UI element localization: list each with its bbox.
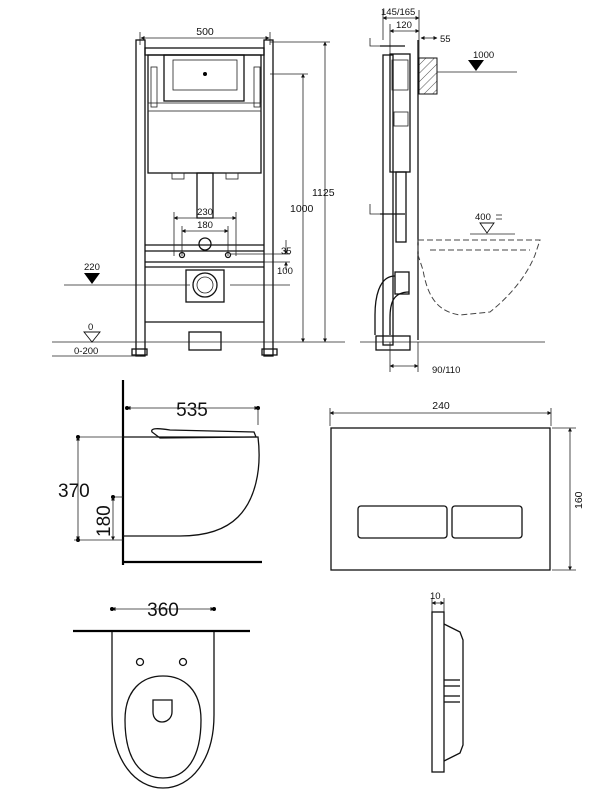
- level-0-label: 0: [88, 322, 93, 333]
- level-400-label: 400: [475, 212, 491, 223]
- toilet-length-label: 535: [176, 400, 208, 421]
- depth-120-label: 120: [396, 20, 412, 31]
- bolt-spacing-outer-label: 230: [197, 207, 213, 218]
- drain-offset-label: 100: [277, 266, 293, 277]
- bolt-spacing-inner-label: 180: [197, 220, 213, 231]
- flush-plate-side: 10: [430, 591, 464, 773]
- frame-front-view: 500: [52, 26, 345, 357]
- toilet-bowl-opening: [124, 675, 202, 779]
- level-marker-220: [84, 273, 100, 284]
- side-toilet-outline: [417, 239, 541, 316]
- toilet-bowl-profile: [123, 436, 260, 537]
- toilet-height-label: 370: [58, 481, 90, 502]
- level-220-label: 220: [84, 262, 100, 273]
- plate-height-label: 160: [573, 491, 585, 509]
- flush-opening: [163, 54, 245, 102]
- flush-button-small: [357, 505, 448, 539]
- level-marker-1000: [468, 60, 484, 71]
- base-range-label: 90/110: [432, 365, 460, 376]
- flush-plate-front: 240 160: [329, 400, 585, 571]
- mounting-hole-left: [135, 657, 145, 667]
- plate-width-label: 240: [432, 400, 450, 412]
- toilet-top-view: 360: [73, 600, 250, 789]
- toilet-drain-hole: [152, 699, 173, 723]
- toilet-width-label: 360: [147, 600, 179, 621]
- toilet-seat-profile: [151, 428, 257, 439]
- plate-side-profile: [431, 611, 445, 773]
- rail-offset-label: 35: [281, 246, 292, 257]
- toilet-top-outline: [111, 632, 215, 789]
- flush-plate-outline: [330, 427, 551, 571]
- mounting-hole-right: [178, 657, 188, 667]
- depth-55-label: 55: [440, 34, 451, 45]
- total-height-label: 1125: [312, 187, 335, 199]
- level-range-label: 0-200: [74, 346, 98, 357]
- plate-thickness-label: 10: [430, 591, 441, 602]
- side-drain-elbow: [374, 275, 410, 335]
- level-1000-label: 1000: [473, 50, 494, 61]
- inner-height-label: 1000: [290, 203, 314, 215]
- level-marker-0: [83, 331, 101, 343]
- side-flush-plate: [418, 57, 438, 95]
- frame-side-view: 145/165 120 55 90/110: [360, 7, 545, 376]
- depth-range-label: 145/165: [381, 7, 415, 18]
- frame-width-label: 500: [196, 26, 214, 38]
- flush-button-large: [451, 505, 523, 539]
- drain-outlet: [185, 269, 225, 303]
- level-marker-400: [479, 222, 495, 234]
- toilet-height-low-label: 180: [94, 505, 115, 537]
- toilet-side-profile: 535 370 180: [58, 380, 262, 565]
